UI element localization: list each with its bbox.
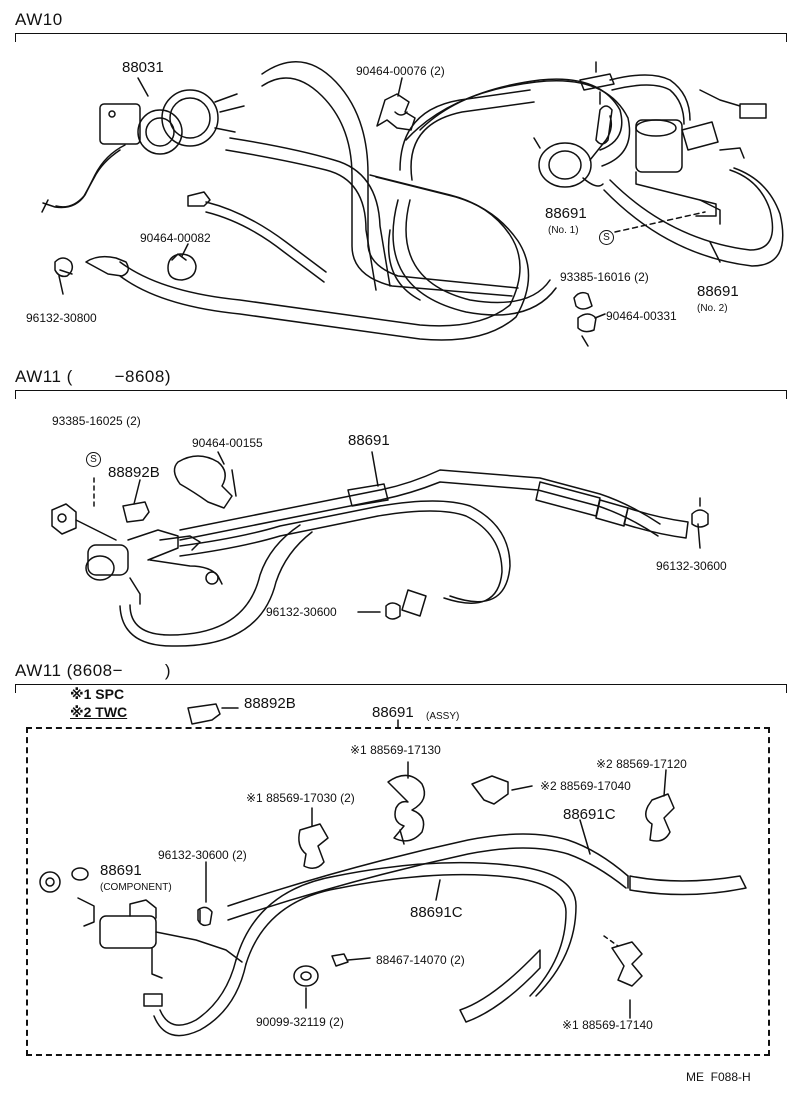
vsv-88691-no1-shape — [533, 105, 613, 188]
label-93385-16016: 93385-16016 (2) — [560, 270, 649, 284]
label-88691-no1: 88691 — [545, 205, 587, 222]
label-88691-component-sub: (COMPONENT) — [100, 882, 172, 893]
vsv-88031-shape — [41, 89, 245, 213]
label-90464-00082: 90464-00082 — [140, 231, 211, 245]
label-88691-assy: 88691 — [372, 704, 414, 721]
section-title-aw11-early: AW11 ( −8608) — [15, 367, 171, 386]
vsv-88691-component-shape — [39, 867, 243, 1007]
label-93385-16025: 93385-16025 (2) — [52, 414, 141, 428]
label-96132-30600-late: 96132-30600 (2) — [158, 848, 247, 862]
vsv-assembly-aw11-early-shape — [51, 503, 223, 605]
bracket-90464-00076-shape — [376, 93, 416, 131]
label-88569-17030: ※1 88569-17030 (2) — [246, 791, 355, 805]
section-title-aw10: AW10 — [15, 10, 63, 29]
aw11a-s-mark: S — [86, 452, 101, 467]
aw10-s-mark: S — [599, 230, 614, 245]
figure-code: ME F088-H — [686, 1070, 751, 1084]
label-88691c-right: 88691C — [563, 806, 616, 823]
label-90464-00076: 90464-00076 (2) — [356, 64, 445, 78]
clamp-88569-17130-shape — [387, 774, 426, 845]
label-88691c-mid: 88691C — [410, 904, 463, 921]
label-88031: 88031 — [122, 59, 164, 76]
label-90464-00155: 90464-00155 — [192, 436, 263, 450]
label-88691-no2: 88691 — [697, 283, 739, 300]
label-88691-no2-sub: (No. 2) — [697, 303, 728, 314]
note-spc: ※1 SPC — [70, 686, 125, 702]
label-88691-component: 88691 — [100, 862, 142, 879]
label-88569-17130: ※1 88569-17130 — [350, 743, 441, 757]
label-88569-17140: ※1 88569-17140 — [562, 1018, 653, 1032]
label-96132-30800: 96132-30800 — [26, 311, 97, 325]
clamp-90464-00331-shape — [573, 291, 597, 347]
section-bracket-aw11-late — [15, 684, 787, 693]
label-88569-17120: ※2 88569-17120 — [596, 757, 687, 771]
label-90099-32119: 90099-32119 (2) — [256, 1015, 344, 1029]
section-bracket-aw10 — [15, 33, 787, 42]
label-88467-14070: 88467-14070 (2) — [376, 953, 465, 967]
section-title-aw11-late: AW11 (8608− ) — [15, 661, 171, 680]
note-twc: ※2 TWC — [70, 704, 128, 720]
clamp-96132-30800-shape — [54, 257, 74, 278]
label-88691-no1-sub: (No. 1) — [548, 225, 579, 236]
label-88691-early: 88691 — [348, 432, 390, 449]
label-88691-assy-sub: (ASSY) — [426, 711, 460, 722]
vsv-88691-no2-shape — [635, 89, 767, 225]
section-bracket-aw11-early — [15, 390, 787, 399]
label-88892b-late: 88892B — [244, 695, 296, 712]
label-96132-30600-right: 96132-30600 — [656, 559, 727, 573]
label-96132-30600-mid: 96132-30600 — [266, 605, 337, 619]
label-90464-00331: 90464-00331 — [606, 309, 677, 323]
label-88892b-early: 88892B — [108, 464, 160, 481]
label-88569-17040: ※2 88569-17040 — [540, 779, 631, 793]
